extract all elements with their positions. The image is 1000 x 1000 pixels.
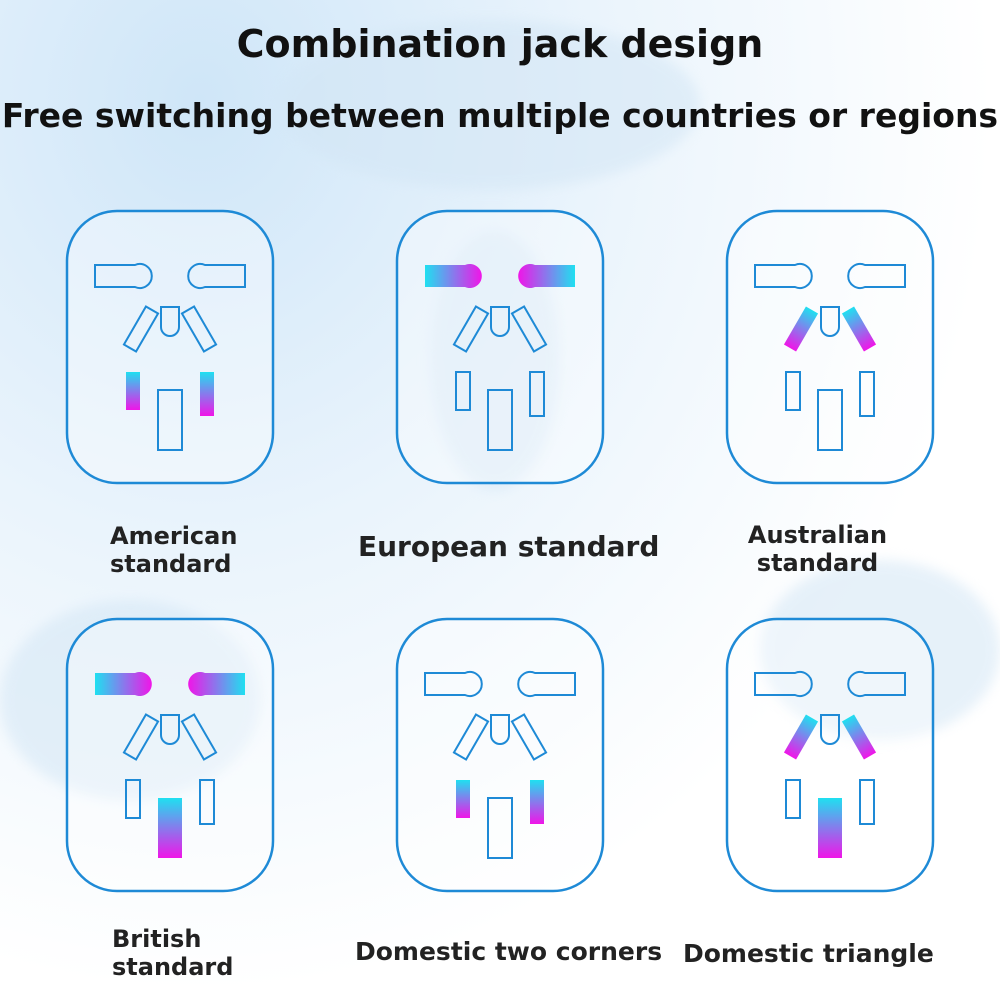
page-subtitle: Free switching between multiple countrie… [1, 96, 999, 135]
flat-slot-right [859, 371, 875, 417]
keyhole-slot-left [425, 264, 482, 288]
socket-panel-domestic-triangle [725, 617, 935, 893]
angled-slot-right [180, 713, 218, 761]
flat-slot-left [456, 780, 470, 818]
flat-slot-right [859, 779, 875, 825]
keyhole-slot-right [188, 672, 245, 696]
earth-slot [487, 797, 513, 859]
angled-slot-right [841, 714, 877, 760]
angled-slot-right [841, 306, 877, 352]
socket-panel-australian [725, 209, 935, 485]
socket-panel-domestic-two-corners [395, 617, 605, 893]
flat-slot-right [529, 371, 545, 417]
keyhole-slot-left [754, 671, 813, 697]
keyhole-slot-right [847, 671, 906, 697]
map-background [760, 560, 1000, 740]
center-u-slot [160, 306, 180, 337]
socket-panel-american [65, 209, 275, 485]
earth-slot [158, 798, 182, 858]
label-domestic-two-corners: Domestic two corners [355, 937, 663, 966]
angled-slot-left [122, 305, 160, 353]
angled-slot-left [452, 305, 490, 353]
flat-slot-left [125, 779, 141, 819]
angled-slot-left [783, 306, 819, 352]
angled-slot-right [510, 305, 548, 353]
socket-diagram [395, 209, 605, 485]
keyhole-slot-right [518, 264, 575, 288]
label-american: American standard [110, 522, 238, 578]
socket-diagram [65, 617, 275, 893]
center-u-slot [490, 306, 510, 337]
center-u-slot [820, 714, 840, 745]
keyhole-slot-right [847, 263, 906, 289]
socket-outline [725, 617, 935, 893]
flat-slot-left [785, 371, 801, 411]
earth-slot [157, 389, 183, 451]
label-domestic-triangle: Domestic triangle [683, 939, 934, 968]
earth-slot [817, 389, 843, 451]
page-title: Combination jack design [236, 22, 764, 66]
center-u-slot [160, 714, 180, 745]
socket-panel-european [395, 209, 605, 485]
socket-outline [65, 209, 275, 485]
angled-slot-right [510, 713, 548, 761]
earth-slot [487, 389, 513, 451]
flat-slot-left [785, 779, 801, 819]
socket-outline [395, 209, 605, 485]
keyhole-slot-right [517, 671, 576, 697]
socket-diagram [725, 209, 935, 485]
angled-slot-right [180, 305, 218, 353]
flat-slot-right [530, 780, 544, 824]
socket-diagram [395, 617, 605, 893]
keyhole-slot-left [94, 263, 153, 289]
socket-diagram [725, 617, 935, 893]
flat-slot-left [126, 372, 140, 410]
label-british: British standard [112, 925, 234, 981]
label-australian: Australian standard [747, 521, 888, 577]
earth-slot [818, 798, 842, 858]
socket-panel-british [65, 617, 275, 893]
keyhole-slot-left [424, 671, 483, 697]
center-u-slot [820, 306, 840, 337]
map-background [0, 600, 260, 800]
center-u-slot [490, 714, 510, 745]
angled-slot-left [122, 713, 160, 761]
angled-slot-left [452, 713, 490, 761]
angled-slot-left [783, 714, 819, 760]
flat-slot-right [199, 779, 215, 825]
flat-slot-left [455, 371, 471, 411]
map-background [280, 20, 700, 190]
keyhole-slot-left [95, 672, 152, 696]
socket-outline [395, 617, 605, 893]
flat-slot-right [200, 372, 214, 416]
socket-diagram [65, 209, 275, 485]
keyhole-slot-right [187, 263, 246, 289]
label-european: European standard [358, 530, 660, 563]
keyhole-slot-left [754, 263, 813, 289]
socket-outline [725, 209, 935, 485]
